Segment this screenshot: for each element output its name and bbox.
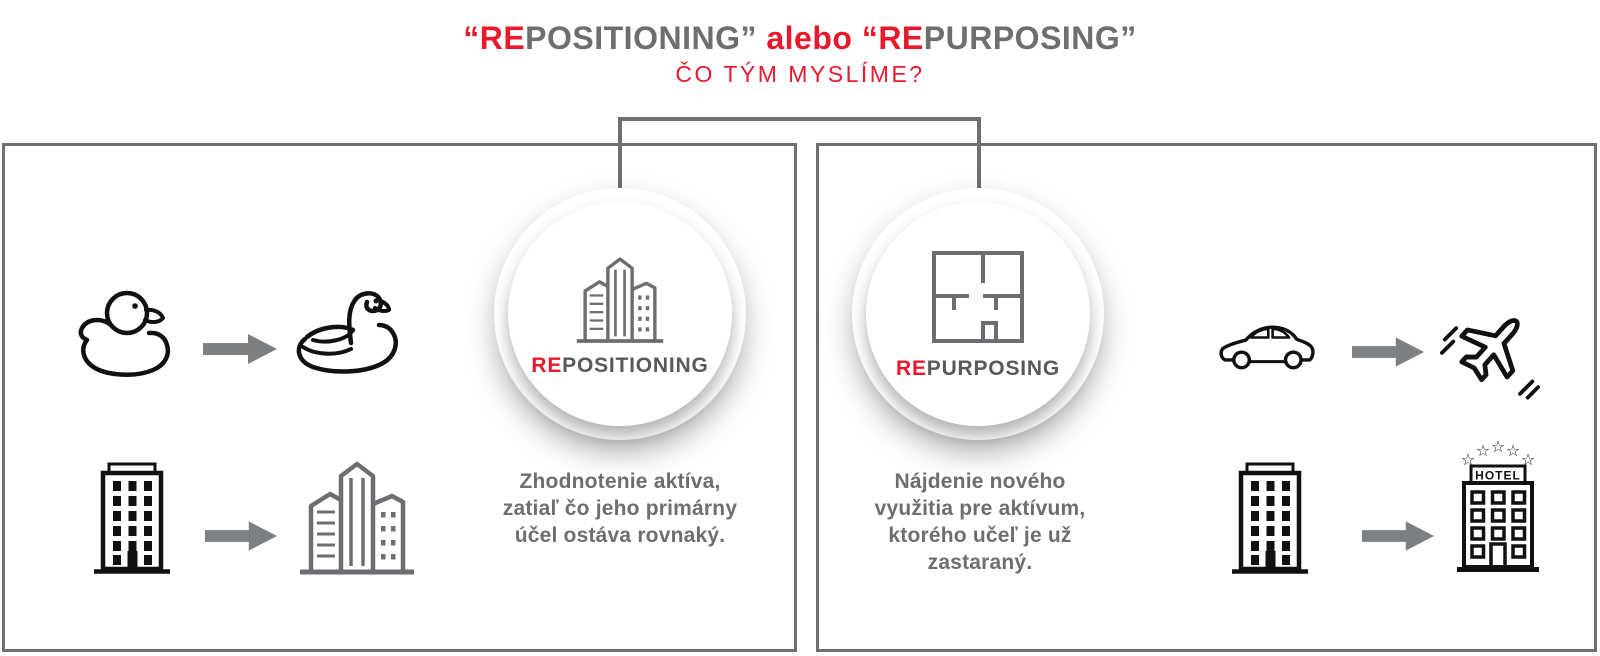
header: “REPOSITIONING” alebo “REPURPOSING” ČO T…: [0, 20, 1600, 88]
title-quote-re-1: “RE: [463, 20, 526, 56]
description-line: využitia pre aktívum,: [874, 497, 1086, 520]
city-buildings-icon: [568, 250, 672, 344]
page-subtitle: ČO TÝM MYSLÍME?: [675, 61, 925, 87]
description-line: účel ostáva rovnaký.: [514, 524, 726, 547]
rubber-duck-icon: [75, 287, 175, 380]
repositioning-label: REPOSITIONING: [531, 354, 709, 377]
title-purposing: PURPOSING”: [923, 20, 1137, 56]
description-line: Zhodnotenie aktíva,: [519, 470, 721, 493]
office-tower-icon: [92, 462, 172, 576]
badge-inner-circle: REPURPOSING: [866, 202, 1090, 426]
description-line: Nájdenie nového: [894, 470, 1066, 493]
repositioning-description: Zhodnotenie aktíva, zatiaľ čo jeho primá…: [450, 468, 790, 549]
car-icon: [1218, 322, 1316, 372]
svg-text:☆: ☆: [1521, 450, 1535, 469]
airplane-icon: [1440, 302, 1540, 400]
svg-text:☆: ☆: [1491, 438, 1505, 456]
title-alebo: alebo: [756, 20, 862, 56]
arrow-right-icon: [203, 334, 277, 364]
arrow-right-icon: [1352, 337, 1424, 367]
hotel-sign-text: HOTEL: [1475, 469, 1521, 483]
repositioning-badge: REPOSITIONING: [494, 188, 746, 440]
office-tower-icon: [1230, 462, 1310, 576]
title-quote-re-2: “RE: [861, 20, 924, 56]
svg-text:☆: ☆: [1476, 441, 1490, 460]
svg-text:☆: ☆: [1506, 441, 1520, 460]
floor-plan-icon: [922, 247, 1034, 347]
city-buildings-icon: [296, 452, 418, 576]
arrow-right-icon: [205, 521, 277, 551]
connector-vertical-left: [618, 117, 622, 215]
connector-vertical-right: [977, 117, 981, 215]
description-line: zatiaľ čo jeho primárny: [502, 497, 738, 520]
repurposing-description: Nájdenie nového využitia pre aktívum, kt…: [810, 468, 1150, 576]
badge-inner-circle: REPOSITIONING: [508, 202, 732, 426]
arrow-right-icon: [1362, 521, 1434, 551]
swan-icon: [283, 285, 405, 380]
page-title: “REPOSITIONING” alebo “REPURPOSING”: [0, 20, 1600, 56]
svg-text:☆: ☆: [1461, 450, 1475, 469]
repurposing-label: REPURPOSING: [895, 357, 1060, 380]
repurposing-badge: REPURPOSING: [852, 188, 1104, 440]
description-line: zastaraný.: [927, 551, 1033, 574]
title-positioning: POSITIONING”: [525, 20, 757, 56]
hotel-icon: ☆☆☆ ☆☆ HOTEL: [1455, 438, 1541, 578]
connector-horizontal-line: [619, 117, 981, 121]
description-line: ktorého učeľ je už: [888, 524, 1072, 547]
